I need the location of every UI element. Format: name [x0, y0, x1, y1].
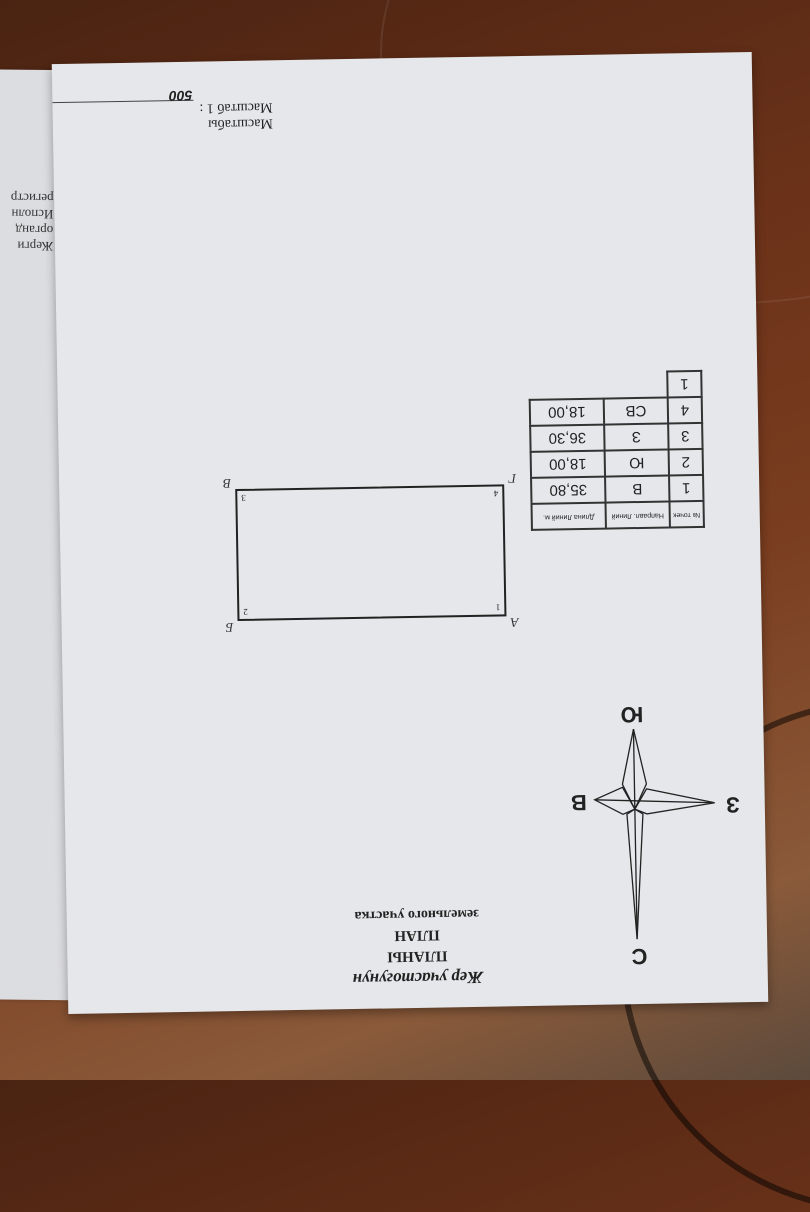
document-title: Жер участогунун ПЛАНЫ ПЛАН земельного уч…	[267, 903, 568, 990]
title-ky: Жер участогунун	[352, 967, 484, 990]
plan-document: Жер участогунун ПЛАНЫ ПЛАН земельного уч…	[51, 51, 769, 1015]
header-length: Длина Линий м.	[531, 502, 606, 530]
table-row: 3 З 36,30	[530, 422, 703, 452]
table-header-row: № точек Направл. Линий Длина Линий м.	[531, 500, 704, 530]
cell-empty	[603, 371, 667, 398]
vertex-v: В	[222, 476, 232, 492]
cell-length: 35,80	[531, 476, 606, 504]
table-row: 1	[529, 370, 702, 400]
cell-point: 2	[668, 448, 704, 476]
corner-4: 4	[493, 488, 499, 499]
cell-direction: З	[604, 423, 669, 451]
cell-empty	[529, 373, 603, 400]
header-point: № точек	[669, 500, 704, 528]
scale-label-ru: Масштаб 1 :	[199, 99, 273, 116]
cell-point: 1	[669, 474, 704, 502]
scale-block: Масштабы Масштаб 1 : 500	[52, 88, 273, 134]
cell-direction: СВ	[603, 397, 669, 425]
table-row: 4 СВ 18,00	[529, 396, 703, 426]
title-ru: земельного участка	[354, 905, 479, 924]
cell-length: 36,30	[530, 424, 605, 452]
corner-1: 1	[495, 602, 501, 613]
cell-direction: В	[605, 475, 670, 503]
document-content-rotated: Жер участогунун ПЛАНЫ ПЛАН земельного уч…	[52, 52, 768, 1014]
compass-south-label: Ю	[620, 701, 644, 728]
cell-length: 18,00	[530, 450, 606, 478]
back-line: Жерги	[17, 238, 54, 255]
table-row: 1 В 35,80	[531, 474, 704, 504]
cell-point: 3	[668, 422, 703, 450]
vertex-g: Г	[508, 471, 517, 487]
vertex-b: Б	[225, 620, 234, 636]
cell-length: 18,00	[529, 398, 605, 426]
cell-point: 4	[667, 396, 703, 424]
table-row: 2 Ю 18,00	[530, 448, 704, 478]
cell-point: 1	[667, 370, 702, 398]
cell-direction: Ю	[604, 449, 670, 477]
scale-value: 500	[168, 87, 193, 105]
header-direction: Направл. Линий	[605, 501, 670, 529]
vertex-a: А	[510, 615, 519, 631]
back-sheet-text: Жерги органд Исполн регистр	[0, 189, 54, 254]
land-plot-outline: 1 2 3 4 А Б В Г	[223, 471, 519, 635]
compass-north-label: С	[631, 943, 648, 970]
compass-west-label: З	[725, 792, 741, 818]
compass-rose: С Ю З В	[553, 698, 740, 969]
corner-2: 2	[243, 606, 248, 617]
title-plan-ky: ПЛАНЫ	[387, 947, 448, 965]
compass-east-label: В	[570, 789, 587, 816]
back-line: органд	[15, 222, 54, 239]
compass-star-icon	[593, 728, 715, 940]
corner-3: 3	[241, 492, 246, 503]
back-line: регистр	[10, 190, 54, 207]
boundary-table: № точек Направл. Линий Длина Линий м. 1 …	[528, 370, 705, 531]
back-line: Исполн	[11, 206, 54, 223]
title-plan-ru: ПЛАН	[394, 926, 440, 944]
